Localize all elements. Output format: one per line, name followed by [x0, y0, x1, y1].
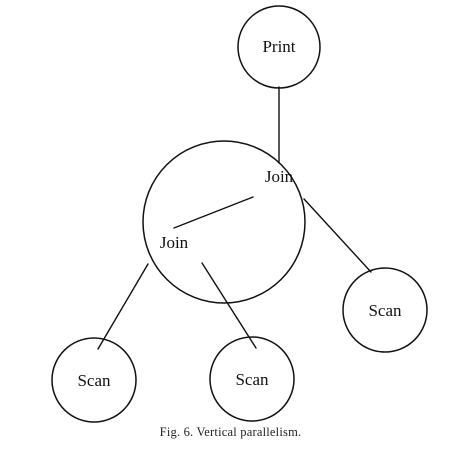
print-node [237, 5, 321, 89]
scan-middle-label: Scan [235, 370, 269, 389]
scan-left-node [51, 337, 137, 423]
join-inner-label: Join [160, 233, 189, 252]
join-supernode [142, 140, 306, 304]
scan-middle-node [209, 336, 295, 422]
edge-join-join [173, 196, 254, 229]
scan-right-node [342, 267, 428, 353]
scan-right-label: Scan [368, 301, 402, 320]
print-label: Print [262, 37, 295, 56]
join-top-label: Join [265, 167, 294, 186]
edge-join-scan-middle [201, 262, 257, 349]
figure-caption: Fig. 6. Vertical parallelism. [159, 425, 302, 439]
scan-left-label: Scan [77, 371, 111, 390]
edge-join-scan-right [303, 198, 372, 273]
edge-join-scan-left [97, 263, 149, 350]
